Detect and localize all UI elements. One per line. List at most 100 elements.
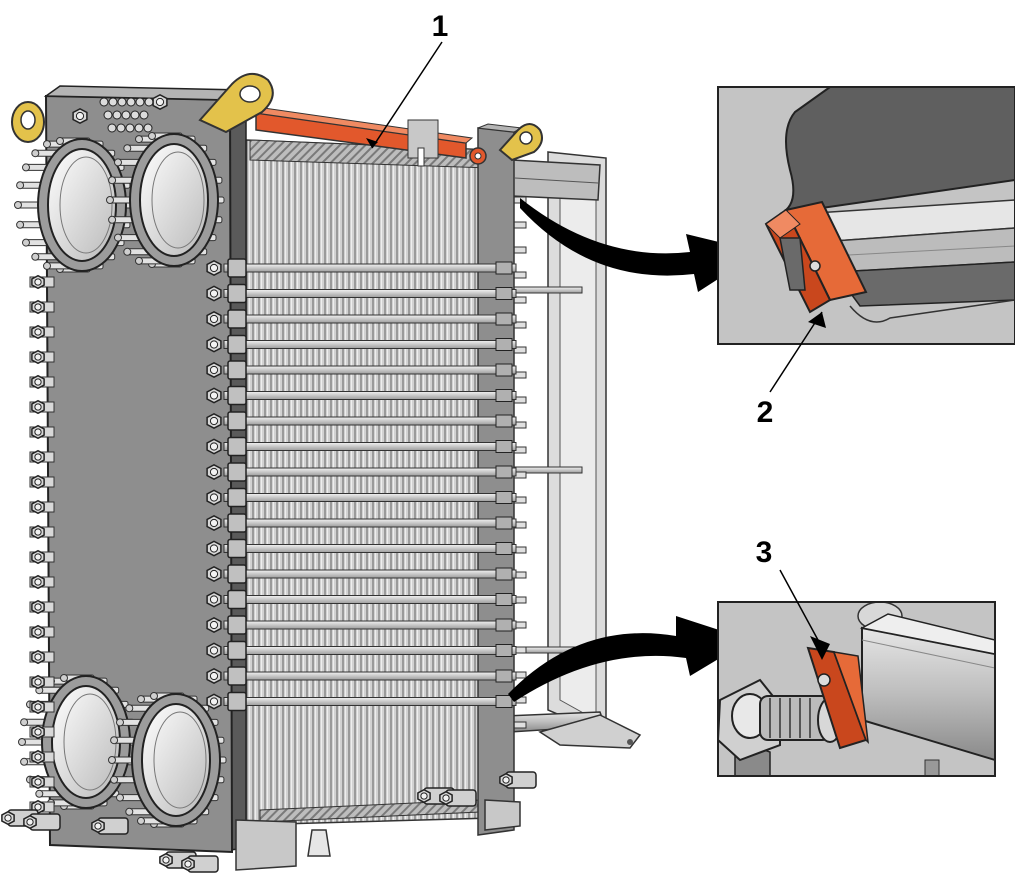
hex-nut xyxy=(499,772,513,788)
small-bolt xyxy=(130,110,140,120)
callout-2: 2 xyxy=(757,396,774,429)
hex-nut xyxy=(31,449,45,465)
edge-bolt xyxy=(29,549,55,565)
foot-bolt xyxy=(181,855,219,873)
hex-nut xyxy=(206,310,222,328)
port-flange xyxy=(108,692,227,828)
edge-bolt xyxy=(29,574,55,590)
small-bolt xyxy=(121,110,131,120)
tightening-rod xyxy=(206,640,517,661)
hex-nut xyxy=(206,285,222,302)
small-bolt xyxy=(125,123,135,133)
hex-nut xyxy=(23,814,37,830)
hex-nut xyxy=(31,599,45,615)
frame-bolts xyxy=(29,274,55,815)
hex-nut xyxy=(206,540,222,557)
small-bolt xyxy=(139,110,149,120)
callout-3: 3 xyxy=(756,536,773,569)
hex-nut xyxy=(439,790,453,806)
edge-bolt xyxy=(29,624,55,640)
top-carrying-bar xyxy=(254,107,487,167)
tightening-rod xyxy=(206,334,517,355)
edge-bolt xyxy=(29,649,55,665)
lifting-eye-right xyxy=(498,123,543,162)
edge-bolt xyxy=(29,349,55,365)
hex-nut xyxy=(31,674,45,690)
small-bolt xyxy=(108,97,118,107)
lifting-eyes xyxy=(11,73,543,162)
support-column xyxy=(511,151,607,737)
hex-nut xyxy=(206,361,222,379)
tightening-rod xyxy=(206,360,517,380)
small-bolt xyxy=(126,97,136,107)
tightening-rods xyxy=(206,258,517,712)
locking-clip-top xyxy=(764,200,868,314)
small-bolt xyxy=(144,97,154,107)
small-bolt xyxy=(112,110,122,120)
tightening-rod xyxy=(206,666,517,686)
rod-end xyxy=(509,286,583,294)
hex-nut xyxy=(206,489,222,506)
hex-nut xyxy=(31,274,45,290)
small-bolt xyxy=(134,123,144,133)
hex-nut xyxy=(31,499,45,515)
hex-nut xyxy=(31,774,45,790)
edge-bolt xyxy=(29,749,55,765)
hex-nut xyxy=(206,642,222,659)
tightening-rod xyxy=(206,309,517,329)
edge-bolt xyxy=(29,399,55,415)
hex-nut xyxy=(31,699,45,715)
edge-bolt xyxy=(29,499,55,515)
small-bolt xyxy=(117,97,127,107)
edge-bolt xyxy=(29,324,55,340)
hex-nut xyxy=(31,574,45,590)
lifting-eye-center xyxy=(198,73,274,134)
hex-nut xyxy=(206,336,222,353)
edge-bolt xyxy=(29,274,55,290)
hex-nut xyxy=(31,424,45,440)
small-bolt xyxy=(116,123,126,133)
hex-nut xyxy=(31,374,45,390)
tightening-rod xyxy=(206,258,517,278)
foot-bolt xyxy=(439,789,477,807)
hex-nut xyxy=(206,565,222,583)
hex-nut xyxy=(417,788,431,804)
edge-bolt xyxy=(29,474,55,490)
hex-nut xyxy=(91,818,105,834)
frame-feet xyxy=(1,771,537,873)
hex-nut xyxy=(31,399,45,415)
hex-nut xyxy=(206,514,222,532)
tightening-rod xyxy=(206,513,517,533)
edge-bolt xyxy=(29,299,55,315)
tightening-rod xyxy=(206,385,517,406)
hex-nut xyxy=(31,749,45,765)
locking-clip-bottom xyxy=(806,646,869,750)
leader-line-3 xyxy=(779,569,819,641)
hex-nut xyxy=(31,324,45,340)
top-bolt-cluster xyxy=(72,93,168,133)
detail-inset-bottom xyxy=(717,601,996,777)
hex-nut xyxy=(31,724,45,740)
edge-bolt xyxy=(29,699,55,715)
leader-line-2 xyxy=(769,311,823,393)
edge-bolt xyxy=(29,774,55,790)
edge-bolt xyxy=(29,724,55,740)
hex-nut xyxy=(206,667,222,685)
edge-bolt xyxy=(29,674,55,690)
hex-nut xyxy=(31,349,45,365)
leader-line-1 xyxy=(371,41,443,149)
callout-1: 1 xyxy=(432,10,449,43)
tightening-rod xyxy=(206,564,517,584)
curved-arrow-icon xyxy=(520,198,760,292)
foot-bolt xyxy=(23,813,61,831)
hex-nut xyxy=(206,463,222,481)
hex-nut xyxy=(72,107,88,125)
small-bolt xyxy=(99,97,109,107)
hex-nut xyxy=(181,856,195,872)
hex-nut xyxy=(31,299,45,315)
foot-bolt xyxy=(499,771,537,789)
bottom-carrying-bar xyxy=(503,711,642,749)
small-bolt xyxy=(107,123,117,133)
